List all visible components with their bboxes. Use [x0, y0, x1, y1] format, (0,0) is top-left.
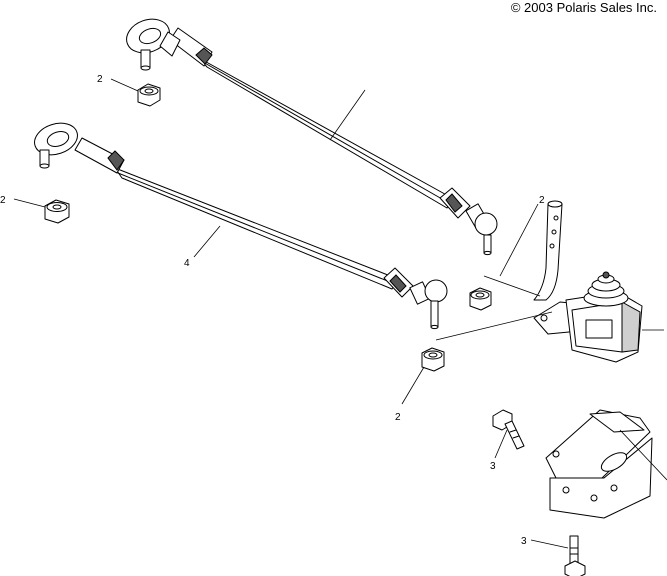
callout-nut-bottom: 2	[395, 412, 401, 423]
leader-lines	[13, 78, 667, 549]
steering-gear-assembly	[533, 200, 643, 363]
nut-left	[44, 199, 70, 224]
callout-nut-mid: 2	[539, 195, 545, 206]
nut-top	[137, 83, 161, 107]
callout-nut-top: 2	[97, 74, 103, 85]
callout-bolt-lower: 3	[521, 536, 527, 547]
nut-bottom	[421, 347, 445, 372]
mounting-bracket	[545, 409, 653, 519]
copyright-notice: © 2003 Polaris Sales Inc.	[510, 0, 657, 15]
bolt-upper	[492, 409, 525, 450]
callout-tie-rod-lower: 4	[184, 258, 190, 269]
nut-mid	[469, 287, 492, 311]
callout-nut-left: 2	[0, 195, 6, 206]
tie-rod-lower	[34, 122, 448, 330]
tie-rod-upper	[126, 18, 498, 256]
bolt-lower	[564, 535, 586, 576]
callout-bolt-upper: 3	[490, 461, 496, 472]
